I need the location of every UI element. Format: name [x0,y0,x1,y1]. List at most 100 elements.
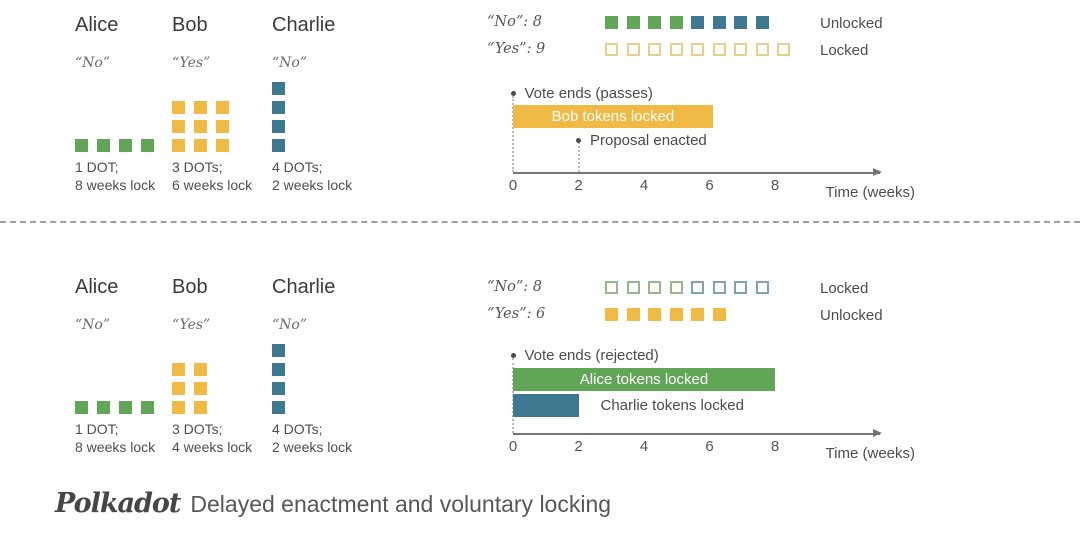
hollow-vote-square [755,43,769,56]
tally-label: “No”: 8 [487,279,542,295]
event-label: Vote ends (passes) [524,84,653,102]
event-guide-line [577,142,580,172]
token-square [172,120,185,133]
tally-row-no: “No”: 8 Locked [487,279,1067,299]
voter-vote-quote: “No” [75,55,110,71]
filled-vote-square [648,308,661,321]
token-square-grid [75,82,154,152]
lock-period-bar: Alice tokens locked [513,368,775,391]
voter-caption: 1 DOT; 8 weeks lock [75,158,155,194]
hollow-vote-square [734,43,747,56]
axis-title: Time (weeks) [825,184,915,201]
tally-square-row [605,43,790,56]
token-square [194,120,207,133]
axis-tick-label: 2 [574,438,583,455]
token-square-grid [75,344,154,414]
token-square [75,401,88,414]
voter-vote-quote: “Yes” [172,55,211,71]
caption-line-2: 8 weeks lock [75,439,156,455]
filled-vote-square [648,16,661,29]
axis-tick-label: 6 [705,177,714,194]
token-square [75,139,88,152]
token-square [119,139,132,152]
tally-square-row [605,16,769,29]
caption-line-1: 3 DOTs; [172,421,223,437]
filled-vote-square [691,16,704,29]
timeline-event: Vote ends (rejected) [510,346,659,364]
axis-tick-label: 8 [770,438,780,455]
token-square [216,139,229,152]
axis-tick-label: 2 [574,177,583,194]
voter-name: Charlie [272,276,336,298]
filled-vote-square [669,308,683,321]
token-square [172,101,185,114]
voter-name: Bob [172,14,208,36]
filled-vote-square [691,308,704,321]
caption-line-2: 6 weeks lock [172,177,253,193]
filled-vote-square [755,16,769,29]
filled-vote-square [626,308,640,321]
token-square [97,139,110,152]
hollow-vote-square [691,43,704,56]
hollow-vote-square [648,43,661,56]
token-square [194,363,207,376]
dashed-divider [0,221,1080,223]
event-guide-line [512,96,514,172]
token-square-grid [172,82,229,152]
lock-status-label: Locked [820,42,869,59]
token-square [172,363,185,376]
token-square [194,382,207,395]
scenario-panel-passes: Alice “No” 1 DOT; 8 weeks lock Bob “Yes”… [0,0,1080,230]
event-label: Vote ends (rejected) [524,346,659,364]
axis-tick-label: 0 [508,438,518,455]
token-square [97,401,110,414]
axis-title: Time (weeks) [825,445,915,462]
hollow-vote-square [626,43,640,56]
tally-row-yes: “Yes”: 9 Locked [487,41,1067,61]
filled-vote-square [669,16,683,29]
filled-vote-square [626,16,640,29]
token-square [272,82,285,95]
time-axis [513,429,882,437]
voter-caption: 1 DOT; 8 weeks lock [75,420,155,456]
token-square [272,382,285,395]
tally-row-yes: “Yes”: 6 Unlocked [487,306,1067,326]
voter-name: Alice [75,14,119,36]
axis-tick-label: 4 [639,438,649,455]
voter-caption: 3 DOTs; 6 weeks lock [172,158,252,194]
figure-title: Delayed enactment and voluntary locking [190,491,612,517]
token-square [119,401,132,414]
voter-vote-quote: “No” [75,317,110,333]
voter-vote-quote: “No” [272,317,307,333]
hollow-vote-square [755,281,769,294]
voter-vote-quote: “Yes” [172,317,211,333]
voter-name: Bob [172,276,208,298]
time-axis [513,168,882,176]
token-square-grid [272,344,285,414]
token-square [172,139,185,152]
event-label: Proposal enacted [590,131,707,149]
hollow-vote-square [734,281,747,294]
caption-line-2: 2 weeks lock [272,177,353,193]
caption-line-2: 2 weeks lock [272,439,353,455]
caption-line-1: 1 DOT; [75,421,119,437]
token-square [194,101,207,114]
polkadot-logo-wordmark: Polkadot [55,488,181,519]
caption-line-1: 4 DOTs; [272,159,323,175]
voter-caption: 3 DOTs; 4 weeks lock [172,420,252,456]
token-square [272,401,285,414]
token-square [194,401,207,414]
voter-vote-quote: “No” [272,55,307,71]
token-square [216,101,229,114]
hollow-vote-square [691,281,704,294]
hollow-vote-square [669,43,683,56]
tally-square-row [605,308,726,321]
hollow-vote-square [648,281,661,294]
hollow-vote-square [712,281,726,294]
hollow-vote-square [626,281,640,294]
voter-name: Alice [75,276,119,298]
token-square [272,363,285,376]
voter-name: Charlie [272,14,336,36]
lock-status-label: Unlocked [820,15,883,32]
